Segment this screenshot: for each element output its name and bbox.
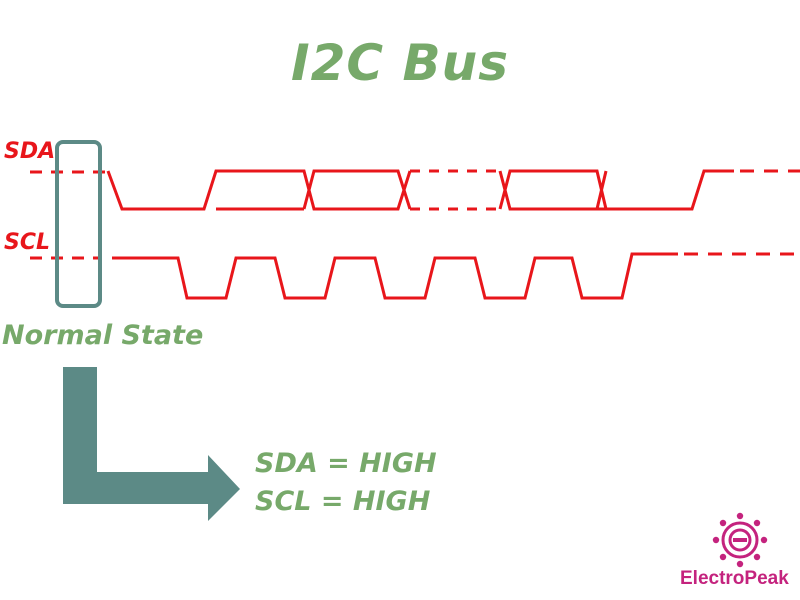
sda-bit-3-high [498,169,608,210]
result-arrow [63,367,240,521]
scl-waveform [30,252,800,300]
sda-bit-2 [302,169,412,210]
sda-stop [597,169,734,211]
sda-bit-3-low [498,170,608,211]
sda-high-text: SDA = HIGH [255,448,437,479]
diagram-title: I2C Bus [291,34,509,92]
logo-inner-ring [728,528,752,552]
normal-state-highlight-box [55,140,102,308]
scl-clock-pulses [112,252,678,300]
scl-high-text: SCL = HIGH [255,486,431,517]
sda-label: SDA [4,139,56,164]
logo-text: ElectroPeak [680,568,789,589]
sda-bit-1 [106,169,412,211]
gear-circuit-icon [712,512,768,568]
normal-state-label: Normal State [2,320,204,351]
scl-label: SCL [4,230,51,255]
logo-outer-ring [721,521,759,559]
sda-waveform [30,169,800,211]
